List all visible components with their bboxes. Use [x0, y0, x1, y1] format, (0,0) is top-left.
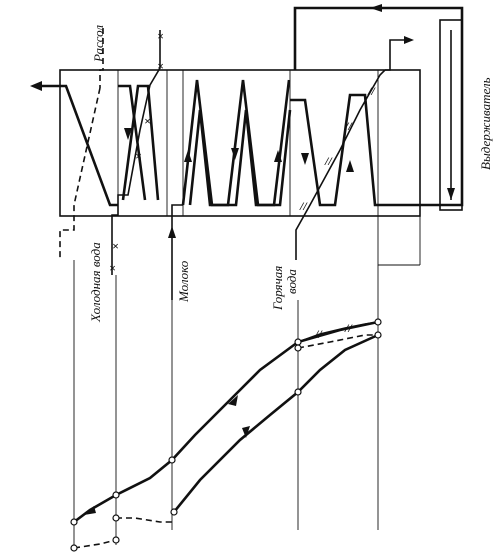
heating-circuit: // // // // — [290, 4, 464, 260]
brine-circuit — [30, 28, 118, 260]
svg-text://: // — [324, 154, 333, 168]
svg-text:×: × — [109, 261, 116, 275]
label-cold-water: Холодная вода — [88, 242, 103, 323]
label-holder: Выдерживатель — [478, 77, 493, 170]
svg-text:×: × — [157, 59, 164, 73]
regeneration-zigzag — [168, 79, 292, 300]
label-brine: Рассол — [91, 25, 106, 63]
temperature-graph: // // — [70, 318, 382, 552]
holder-unit — [439, 19, 463, 211]
svg-text://: // — [344, 321, 353, 335]
svg-text:×: × — [144, 114, 151, 128]
svg-text://: // — [314, 327, 323, 341]
holder-connector — [377, 216, 421, 266]
svg-text:×: × — [112, 239, 119, 253]
label-hot-water-line1: Горячая — [270, 266, 285, 311]
label-hot-water-line2: вода — [284, 269, 299, 294]
cold-water-circuit: × × × × × × — [109, 29, 164, 275]
exchanger-frame — [59, 69, 421, 217]
svg-text://: // — [299, 199, 308, 213]
svg-text:×: × — [157, 29, 164, 43]
label-milk: Молоко — [176, 260, 191, 303]
svg-text://: // — [367, 84, 376, 98]
svg-text://: // — [344, 119, 353, 133]
svg-text:×: × — [135, 149, 142, 163]
reference-lines — [73, 260, 379, 550]
